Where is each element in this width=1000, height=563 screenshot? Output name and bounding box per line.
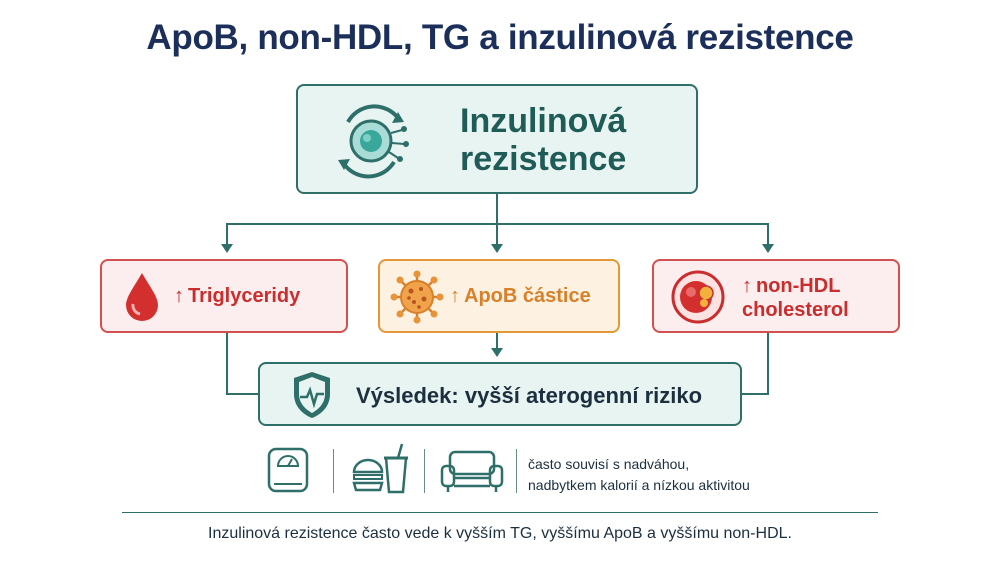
main-label-line1: Inzulinová xyxy=(460,102,627,140)
lifestyle-text-line2: nadbytkem kalorií a nízkou aktivitou xyxy=(528,477,750,493)
cholesterol-cell-icon xyxy=(671,270,725,324)
apob-text: ApoB částice xyxy=(464,285,591,307)
fast-food-icon xyxy=(352,443,408,494)
non-hdl-box: ↑non-HDL cholesterol xyxy=(652,259,900,333)
lipoprotein-particle-icon xyxy=(390,270,444,324)
insulin-resistance-box: Inzulinová rezistence xyxy=(296,84,698,194)
triglycerides-box: ↑Triglyceridy xyxy=(100,259,348,333)
separator xyxy=(516,449,517,493)
non-hdl-label: ↑non-HDL cholesterol xyxy=(742,274,892,322)
main-label-line2: rezistence xyxy=(460,140,627,178)
couch-icon xyxy=(440,450,504,492)
insulin-resistance-label: Inzulinová rezistence xyxy=(460,102,626,178)
up-arrow-icon: ↑ xyxy=(742,275,752,297)
shield-heartbeat-icon xyxy=(294,372,330,418)
non-hdl-text: non-HDL xyxy=(756,275,841,297)
apob-box: ↑ApoB částice xyxy=(378,259,620,333)
separator xyxy=(333,449,334,493)
up-arrow-icon: ↑ xyxy=(174,285,184,307)
separator xyxy=(424,449,425,493)
apob-label: ↑ApoB částice xyxy=(450,285,591,308)
result-box: Výsledek: vyšší aterogenní riziko xyxy=(258,362,742,426)
lifestyle-text: často souvisí s nadváhou, nadbytkem kalo… xyxy=(528,454,750,496)
insulin-cycle-icon xyxy=(338,104,409,179)
lifestyle-text-line1: často souvisí s nadváhou, xyxy=(528,456,690,472)
divider xyxy=(122,512,878,513)
scale-icon xyxy=(267,447,309,493)
blood-drop-icon xyxy=(126,273,158,321)
result-label: Výsledek: vyšší aterogenní riziko xyxy=(356,383,703,408)
diagram-title: ApoB, non-HDL, TG a inzulinová rezistenc… xyxy=(146,18,854,57)
triglycerides-text: Triglyceridy xyxy=(188,285,301,307)
cholesterol-text: cholesterol xyxy=(742,299,849,321)
up-arrow-icon: ↑ xyxy=(450,285,460,307)
footer-caption: Inzulinová rezistence často vede k vyšší… xyxy=(208,525,792,542)
triglycerides-label: ↑Triglyceridy xyxy=(174,285,300,308)
